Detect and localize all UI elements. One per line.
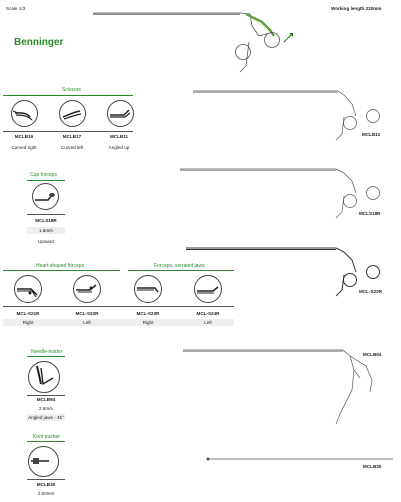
knot-pusher-thumb [28, 446, 59, 477]
scissors-thumb-curved-left [59, 100, 86, 127]
forceps-desc-band [3, 319, 234, 326]
needle-holder-thumb [28, 361, 60, 393]
instrument-1 [93, 12, 280, 73]
instrument-code-1: MCLB11 [362, 132, 381, 137]
serrated-title-line [128, 270, 234, 271]
scissors-table-line [3, 131, 133, 132]
knot-pusher-size: 2.50mm [37, 491, 55, 496]
instrument-4 [186, 247, 380, 297]
knot-pusher-table-line [27, 479, 65, 480]
heart-desc-right: Right [22, 320, 34, 325]
serrated-code-right: MCL-S23R [136, 311, 160, 316]
needle-holder-code: MCLB94 [36, 397, 56, 402]
serrated-thumb-left [194, 275, 222, 303]
knot-pusher-title: Knot pusher [33, 434, 60, 440]
serrated-desc-right: Right [142, 320, 154, 325]
scissors-desc-3: Angled up [108, 145, 130, 150]
needle-holder-title-line [27, 356, 65, 357]
instrument-code-2: MCLS18R [359, 211, 381, 216]
serrated-desc-left: Left [204, 320, 212, 325]
scissors-code-2: MCLB17 [62, 134, 82, 139]
arrow-icon [289, 33, 293, 37]
scissors-thumb-curved-right [11, 100, 38, 127]
cup-forceps-title-line [27, 180, 65, 181]
scissors-thumb-angled-up [107, 100, 134, 127]
instrument-6 [206, 457, 393, 461]
needle-holder-desc: Angled jaws - 45° [28, 415, 64, 420]
needle-holder-desc-band [27, 414, 65, 421]
heart-shaped-title: Heart-shaped forceps [36, 263, 85, 269]
brand-title: Benninger [14, 37, 64, 48]
needle-holder-size: 2.8mm [38, 406, 54, 411]
cup-forceps-size: 1.8mm [38, 228, 54, 233]
heart-shaped-title-line [3, 270, 120, 271]
instrument-2 [193, 90, 380, 141]
heart-desc-left: Left [83, 320, 91, 325]
scissors-desc-2: Curved left [60, 145, 84, 150]
heart-thumb-left [73, 275, 101, 303]
instrument-code-5: MCLB30 [363, 464, 382, 469]
scissors-desc-1: Curved right [11, 145, 37, 150]
serrated-title: Forceps, serrated jaws [154, 263, 205, 269]
needle-holder-table-line [27, 395, 65, 396]
needle-holder-title: Needle-holder [31, 349, 63, 355]
cup-forceps-size-band [27, 227, 65, 234]
heart-code-left: MCL-S22R [75, 311, 99, 316]
cup-forceps-table-line [27, 214, 65, 215]
cup-forceps-code: MCLS18R [35, 218, 57, 223]
instrument-code-4: MCLB94 [363, 352, 382, 357]
instrument-3 [180, 168, 380, 219]
scissors-title-line [3, 95, 133, 96]
knot-pusher-title-line [27, 441, 65, 442]
knot-pusher-code: MCLB30 [36, 482, 56, 487]
instrument-code-3: MCL-S22R [359, 289, 382, 294]
scissors-title: Scissors [62, 87, 81, 93]
cup-forceps-desc: Upward [38, 239, 54, 244]
scissors-code-3: MCLB11 [109, 134, 129, 139]
working-length-label: Working length 220mm [331, 6, 382, 11]
cup-forceps-thumb [32, 183, 59, 210]
instrument-5 [183, 349, 373, 425]
scissors-code-1: MCLB16 [14, 134, 34, 139]
cup-forceps-title: Cup forceps [30, 172, 57, 178]
forceps-table-line [3, 306, 234, 307]
heart-code-right: MCL-S21R [16, 311, 40, 316]
serrated-thumb-right [134, 275, 162, 303]
scale-label: Scale 1/3 [6, 6, 26, 11]
serrated-code-left: MCL-S24R [196, 311, 220, 316]
heart-thumb-right [14, 275, 42, 303]
